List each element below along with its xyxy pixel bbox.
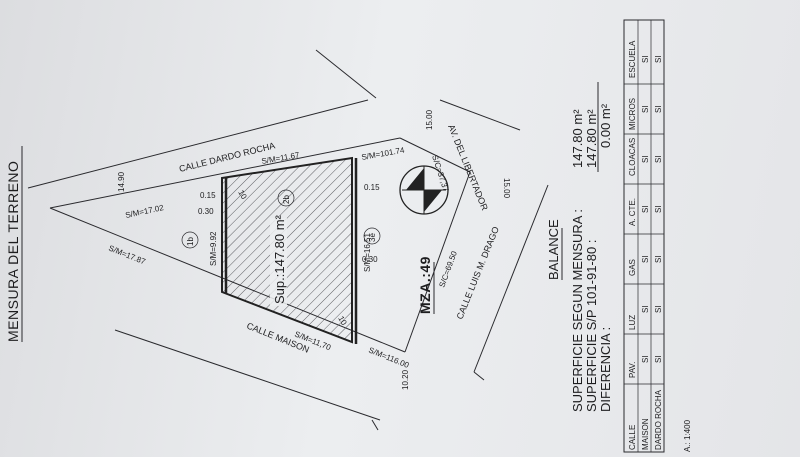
lot-3e-label: 3e [368, 233, 377, 242]
wall-line [221, 291, 353, 343]
dim-label: 14.90 [117, 171, 126, 192]
street-line [399, 137, 471, 173]
table-cell: SI [654, 255, 663, 263]
table-col-header: MICROS [628, 98, 637, 130]
table-cell: SI [654, 305, 663, 313]
street-line [473, 371, 485, 381]
north-arrow-icon [406, 168, 424, 190]
dim-label: 15.00 [425, 109, 434, 130]
table-col-header: PAV. [628, 362, 637, 378]
services-table: CALLE MAISON DARDO ROCHA PAV. LUZ GAS A.… [623, 19, 665, 453]
dim-label: S/M=11.67 [261, 150, 301, 166]
table-row-name: MAISON [641, 418, 650, 450]
street-line [114, 329, 381, 421]
table-cell: SI [654, 55, 663, 63]
dim-label: 15.00 [502, 178, 511, 199]
table-col-header: GAS [628, 259, 637, 276]
dim-label: 0.15 [364, 183, 380, 192]
table-cell: SI [654, 155, 663, 163]
table-col-header: LUZ [628, 315, 637, 330]
dim-label: 0.15 [200, 191, 216, 200]
street-line [27, 99, 369, 189]
street-label-libertador: AV. DEL LIBERTADOR [446, 123, 490, 212]
dim-label: 10.20 [401, 369, 410, 390]
table-cell: SI [654, 205, 663, 213]
table-col-header: A. CTE. [628, 198, 637, 226]
street-line [404, 171, 471, 353]
balance-row2-value: 147.80 m² [584, 109, 599, 168]
table-col-header: ESCUELA [628, 40, 637, 78]
dim-label: S/M=116.00 [367, 346, 411, 371]
table-row-name: DARDO ROCHA [654, 389, 663, 450]
table-cell: SI [641, 305, 650, 313]
table-cell: SI [641, 205, 650, 213]
table-cell: SI [654, 355, 663, 363]
street-line [315, 49, 377, 99]
table-cell: SI [654, 105, 663, 113]
street-line [439, 99, 521, 131]
street-line [473, 184, 549, 373]
table-corner-label: CALLE [628, 425, 637, 450]
lot-3e-marker [363, 227, 381, 245]
balance-heading: BALANCE [546, 219, 561, 280]
scale-label: A.: 1:400 [683, 419, 692, 452]
dim-label: S/M=17.02 [125, 203, 165, 220]
balance-row3-value: 0.00 m² [598, 103, 613, 148]
balance-row3-label: DIFERENCIA : [598, 327, 613, 412]
dim-label: S/C=37,37 [430, 154, 450, 193]
dim-label: S/M=9.92 [209, 231, 218, 266]
table-cell: SI [641, 155, 650, 163]
table-cell: SI [641, 355, 650, 363]
lot-2b-label: 2b [282, 195, 291, 204]
manzana-label: MZA.:49 [417, 256, 433, 314]
drawing-title: MENSURA DEL TERRENO [5, 161, 21, 342]
lot-1b-label: 1b [186, 237, 195, 246]
table-cell: SI [641, 105, 650, 113]
dim-label: S/M=16.51 [363, 233, 372, 272]
street-line [371, 419, 379, 431]
dim-label: 0.30 [362, 255, 378, 264]
table-cell: SI [641, 255, 650, 263]
sup-label-bg [270, 218, 287, 306]
dim-label: S/M=101.74 [361, 145, 406, 161]
balance-row1-value: 147.80 m² [570, 109, 585, 168]
dim-label: 0.30 [198, 207, 214, 216]
table-col-header: CLOACAS [628, 138, 637, 176]
dim-label: S/C=69.50 [437, 249, 459, 288]
lot-1b-marker [181, 231, 199, 249]
street-line [49, 137, 401, 209]
lot-2b-marker [277, 189, 295, 207]
balance-row1-label: SUPERFICIE SEGUN MENSURA : [570, 209, 585, 412]
street-label-drago: CALLE LUIS M. DRAGO [455, 225, 501, 321]
parcel-surface: Sup.:147.80 m² [272, 214, 287, 304]
dim-label: S/M=17.87 [107, 244, 147, 267]
table-border [623, 19, 665, 453]
north-arrow-icon [424, 190, 442, 212]
table-cell: SI [641, 55, 650, 63]
balance-row2-label: SUPERFICIE S/P 101-91-80 : [584, 240, 599, 412]
